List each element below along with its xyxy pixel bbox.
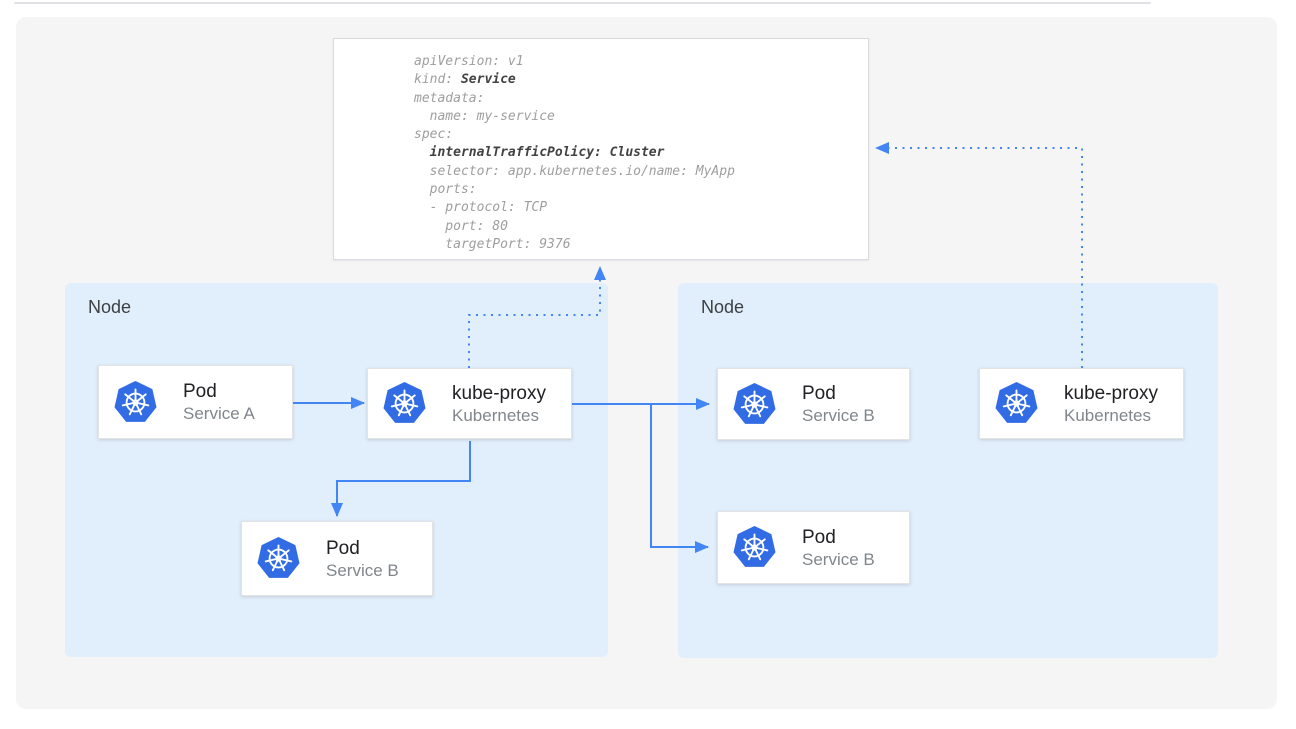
card-title: kube-proxy [452,382,546,404]
kubernetes-icon [994,381,1039,426]
card-title: kube-proxy [1064,382,1158,404]
yaml-line: targetPort: 9376 [414,236,571,252]
kube-proxy-right-card: kube-proxy Kubernetes [979,368,1184,439]
yaml-line: apiVersion: v1 [414,54,524,69]
pod-service-b-top-card: Pod Service B [717,368,910,440]
pod-service-b-bottom-card: Pod Service B [717,511,910,584]
card-subtitle: Service B [326,560,399,580]
pod-service-b-left-card: Pod Service B [241,521,433,596]
node-label: Node [88,297,132,317]
yaml-line: port: 80 [414,218,508,234]
node-box-left: Node [65,283,608,657]
yaml-line: - protocol: TCP [414,200,548,216]
kubernetes-icon [382,381,427,426]
kubernetes-icon [256,536,301,581]
kubernetes-icon [113,380,158,425]
card-subtitle: Kubernetes [452,405,539,425]
card-subtitle: Service B [802,549,875,569]
kubernetes-icon [732,382,777,427]
pod-service-a-card: Pod Service A [98,365,293,439]
card-title: Pod [802,383,836,404]
service-yaml-panel: apiVersion: v1 kind: Service metadata: nam… [333,38,869,260]
card-title: Pod [802,526,836,548]
kubernetes-icon [732,525,777,570]
card-subtitle: Kubernetes [1064,405,1151,425]
card-subtitle: Service A [183,404,255,423]
node-label: Node [701,297,745,317]
yaml-line: spec: [414,127,454,143]
yaml-line: internalTrafficPolicy: Cluster [429,145,665,161]
yaml-line: ports: [414,182,477,198]
kube-proxy-left-card: kube-proxy Kubernetes [367,368,572,439]
node-box-right: Node [678,283,1218,658]
yaml-line: selector: app.kubernetes.io/name: MyApp [414,163,735,179]
service-yaml-code: apiVersion: v1 kind: Service metadata: nam… [334,39,868,254]
card-subtitle: Service B [802,406,875,425]
yaml-line: metadata: [414,90,485,106]
card-title: Pod [326,537,360,559]
yaml-line: name: my-service [414,108,555,124]
top-divider [14,2,1151,4]
card-title: Pod [183,381,217,402]
yaml-line: kind: Service [414,72,516,88]
